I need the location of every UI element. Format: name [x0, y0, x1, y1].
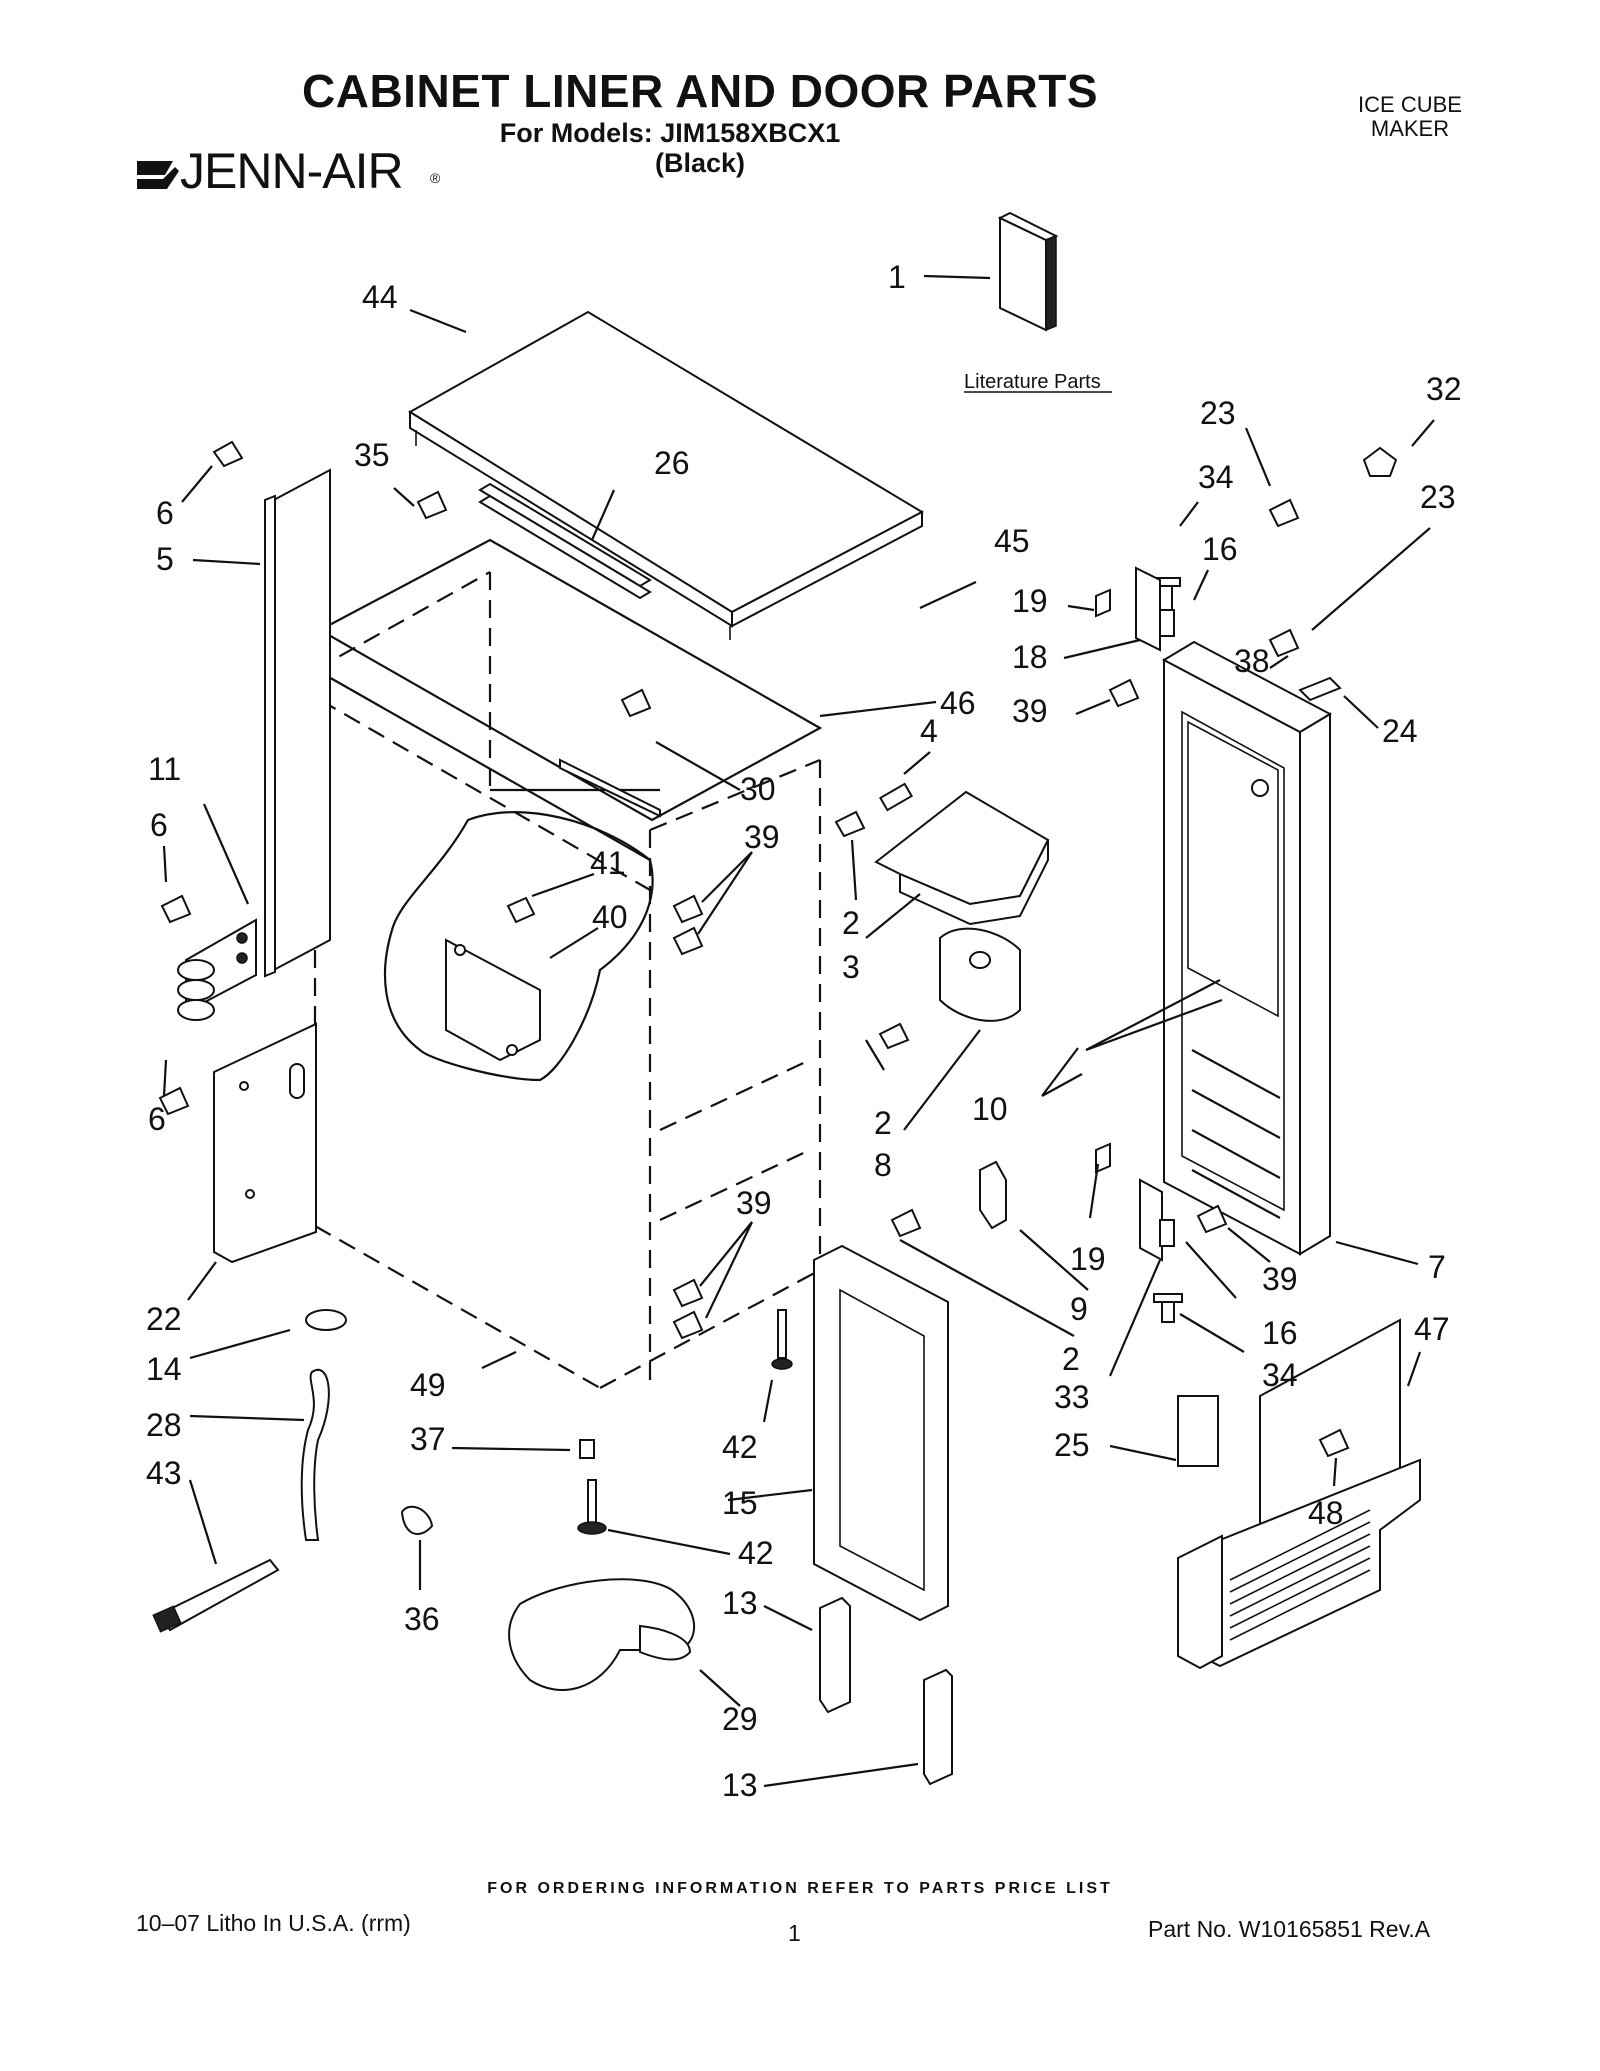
callout-25: 25 [1054, 1427, 1090, 1463]
kick-grille-panel [1177, 1318, 1421, 1670]
callout-23-lower: 23 [1420, 479, 1456, 515]
callout-29: 29 [722, 1701, 758, 1737]
page-title: CABINET LINER AND DOOR PARTS [302, 65, 1098, 117]
callout-11: 11 [148, 751, 181, 787]
callout-6-mid: 6 [150, 807, 168, 843]
screws [158, 440, 704, 1340]
callout-30: 30 [740, 771, 776, 807]
callout-26: 26 [654, 445, 690, 481]
callout-10: 10 [972, 1091, 1008, 1127]
callout-2-upper: 2 [842, 905, 860, 941]
callout-28: 28 [146, 1407, 182, 1443]
callout-8: 8 [874, 1147, 892, 1183]
mounting-bracket [445, 938, 541, 1062]
brand-name: JENN-AIR [180, 143, 404, 199]
ordering-note: FOR ORDERING INFORMATION REFER TO PARTS … [487, 1880, 1113, 1897]
callout-5: 5 [156, 541, 174, 577]
callout-39-door: 39 [1012, 693, 1048, 729]
litho-line: 10–07 Litho In U.S.A. (rrm) [136, 1910, 411, 1936]
callout-19-lower: 19 [1070, 1241, 1106, 1277]
callout-38: 38 [1234, 643, 1270, 679]
callout-39-upper: 39 [744, 819, 780, 855]
callout-49: 49 [410, 1367, 446, 1403]
callout-39-lower: 39 [736, 1185, 772, 1221]
callout-7: 7 [1428, 1249, 1446, 1285]
small-parts [152, 1309, 793, 1633]
callout-2-mid: 2 [874, 1105, 892, 1141]
callout-34-upper: 34 [1198, 459, 1234, 495]
callout-16-lower: 16 [1262, 1315, 1298, 1351]
callout-44: 44 [362, 279, 398, 315]
callout-22: 22 [146, 1301, 182, 1337]
callout-46: 46 [940, 685, 976, 721]
product-type-line1: ICE CUBE [1358, 92, 1462, 117]
callout-6-top: 6 [156, 495, 174, 531]
callout-18: 18 [1012, 639, 1048, 675]
door-hinge-parts [890, 446, 1398, 1323]
cutaway-view [383, 811, 654, 1082]
lower-access-panel [213, 1022, 317, 1264]
callout-42-upper: 42 [722, 1429, 758, 1465]
callout-43: 43 [146, 1455, 182, 1491]
top-cover-panel [408, 310, 925, 640]
left-side-panel [269, 468, 331, 974]
callout-9: 9 [1070, 1291, 1088, 1327]
callout-16-upper: 16 [1202, 531, 1238, 567]
callout-19-upper: 19 [1012, 583, 1048, 619]
callout-labels: 1 44 35 26 6 5 45 46 30 4 11 6 41 39 40 … [146, 259, 1462, 1803]
color-line: (Black) [654, 148, 746, 178]
callout-35: 35 [354, 437, 390, 473]
trim-strip-upper [819, 1596, 851, 1714]
callout-33: 33 [1054, 1379, 1090, 1415]
literature-booklet [997, 211, 1059, 332]
hinge-bracket [177, 918, 257, 1021]
drain-pan [508, 1578, 695, 1691]
callout-47: 47 [1414, 1311, 1450, 1347]
callout-32: 32 [1426, 371, 1462, 407]
ice-scoop-tray [834, 782, 1050, 926]
callout-39-hinge: 39 [1262, 1261, 1298, 1297]
callout-6-low: 6 [148, 1101, 166, 1137]
leader-lines [162, 274, 1435, 1788]
callout-37: 37 [410, 1421, 446, 1457]
door-liner [1161, 640, 1333, 1256]
callout-3: 3 [842, 949, 860, 985]
part-number: Part No. W10165851 Rev.A [1148, 1916, 1431, 1942]
callout-13-upper: 13 [722, 1585, 758, 1621]
callout-42-lower: 42 [738, 1535, 774, 1571]
callout-40: 40 [592, 899, 628, 935]
callout-45: 45 [994, 523, 1030, 559]
callout-15: 15 [722, 1485, 758, 1521]
callout-34-lower: 34 [1262, 1357, 1298, 1393]
brand-logo-icon [137, 161, 179, 189]
callout-2-lower: 2 [1062, 1341, 1080, 1377]
damper-housing [878, 927, 1021, 1050]
callout-4: 4 [920, 713, 938, 749]
literature-parts-label: Literature Parts [964, 371, 1101, 393]
trim-strip-lower [923, 1668, 953, 1786]
product-type-line2: MAKER [1370, 116, 1450, 141]
callout-14: 14 [146, 1351, 182, 1387]
callout-13-lower: 13 [722, 1767, 758, 1803]
page-number: 1 [788, 1920, 801, 1946]
callout-23-upper: 23 [1200, 395, 1236, 431]
callout-41: 41 [590, 845, 626, 881]
door-gasket [813, 1244, 949, 1622]
callout-36: 36 [404, 1601, 440, 1637]
brand-registered-mark: ® [430, 170, 441, 186]
model-line: For Models: JIM158XBCX1 [499, 118, 841, 148]
callout-48: 48 [1308, 1495, 1344, 1531]
callout-1: 1 [888, 259, 906, 295]
callout-24: 24 [1382, 713, 1418, 749]
cabinet-liner-outline [313, 538, 823, 1389]
